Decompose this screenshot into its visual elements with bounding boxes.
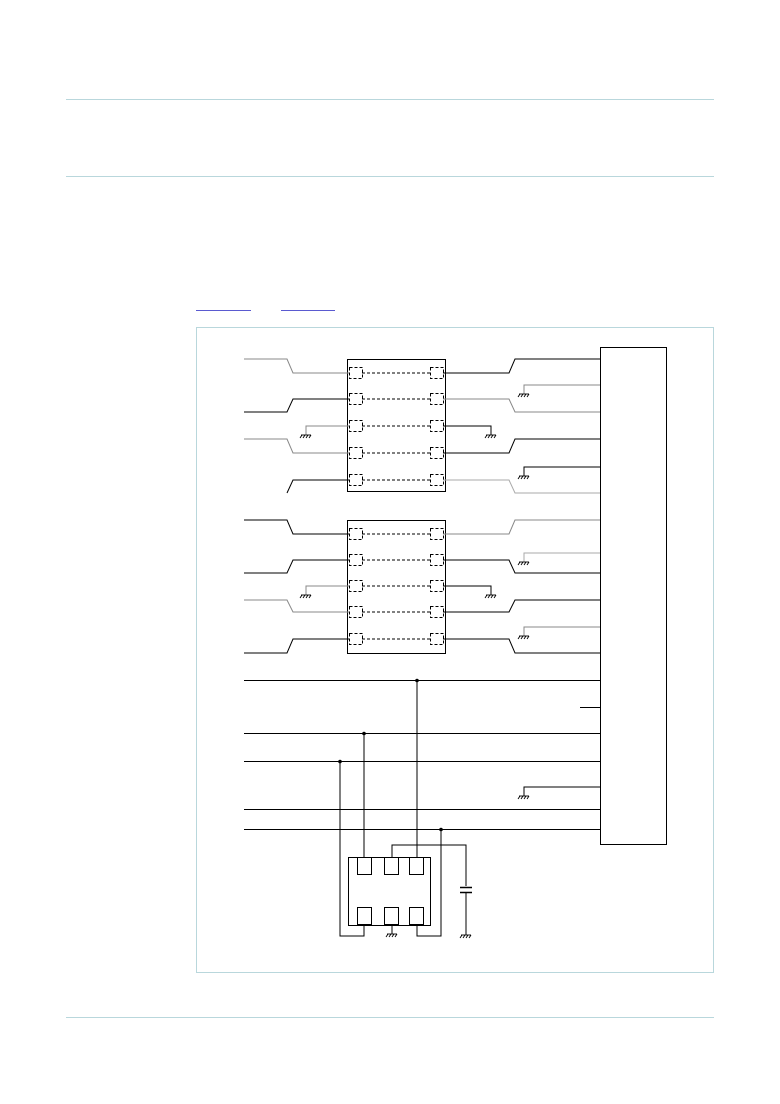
ground-icon (385, 933, 398, 938)
figure-reference-link-1[interactable] (196, 310, 251, 311)
left-wires-package-1 (244, 358, 349, 494)
ground-icon (517, 795, 530, 800)
connector-block (600, 347, 667, 845)
bus-lines (244, 680, 600, 830)
header-rule-top (66, 99, 714, 100)
figure-frame (196, 327, 714, 973)
ground-icon (484, 594, 497, 599)
junction-dots (338, 678, 443, 832)
ground-icon (517, 561, 530, 566)
figure-reference-link-2[interactable] (281, 310, 335, 311)
footer-rule (66, 1017, 714, 1018)
ground-symbols (299, 393, 530, 939)
ground-icon (517, 475, 530, 480)
ground-icon (484, 434, 497, 439)
ground-icon (299, 594, 312, 599)
right-wires-package-1 (443, 358, 600, 494)
header-rule-bottom (66, 176, 714, 177)
capacitor (460, 886, 472, 935)
right-wires-package-2 (443, 519, 600, 654)
ground-icon (459, 934, 472, 939)
esd-package-1 (347, 359, 446, 492)
left-wires-package-2 (244, 519, 349, 654)
esd-package-2 (347, 520, 446, 654)
ground-icon (517, 393, 530, 398)
small-6-pin-package (339, 680, 467, 937)
ground-icon (517, 635, 530, 640)
ground-icon (299, 434, 312, 439)
